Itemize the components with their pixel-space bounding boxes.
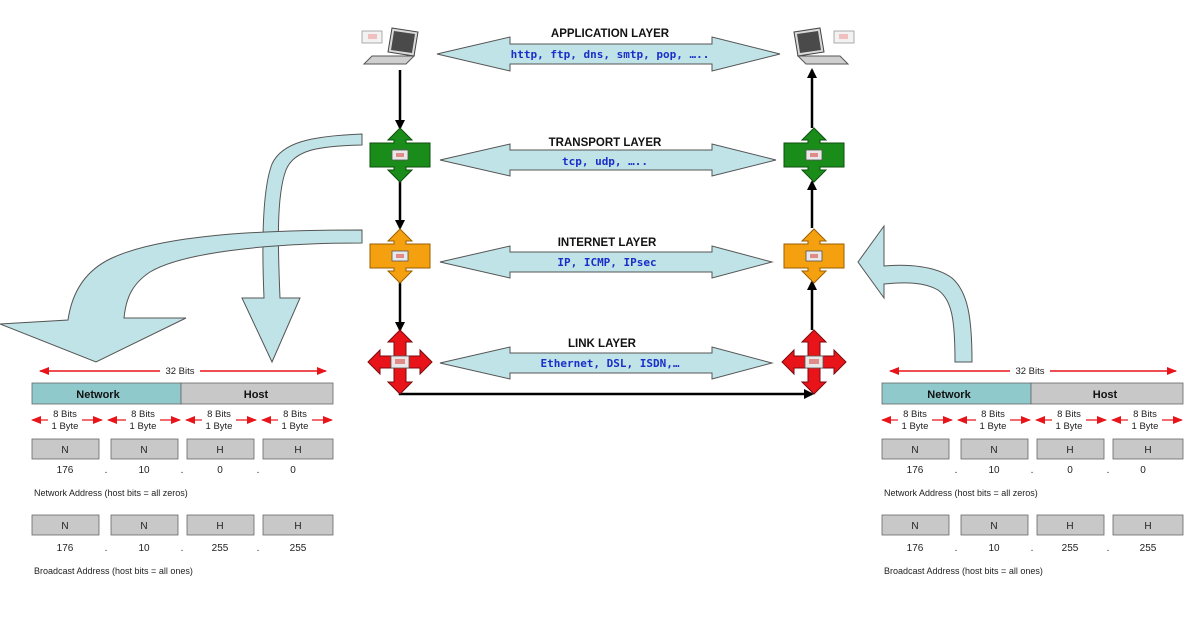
application-layer-arrow	[436, 36, 781, 72]
right-host-label: Host	[1093, 389, 1118, 401]
left-network-label: Network	[76, 389, 120, 401]
left-broadcast-caption: Broadcast Address (host bits = all ones)	[34, 566, 193, 576]
left-r2-val-1: 176	[57, 543, 74, 554]
link-device-left-icon	[367, 329, 433, 395]
left-r2-val-4: 255	[290, 543, 307, 554]
right-address-panel: 32 Bits Network Host 8 Bits 1 Byte 8 Bit…	[881, 366, 1184, 576]
right-r1-cell-3: H	[1066, 445, 1073, 456]
left-bits-label: 32 Bits	[165, 366, 194, 377]
right-r2-dot-3: .	[1107, 543, 1110, 554]
left-r2-dot-2: .	[181, 543, 184, 554]
left-network-caption: Network Address (host bits = all zeros)	[34, 488, 188, 498]
right-r1-dot-3: .	[1107, 465, 1110, 476]
right-r2-cell-1: N	[911, 521, 918, 532]
left-r2-val-3: 255	[212, 543, 229, 554]
transport-layer-protocols: tcp, udp, …..	[562, 155, 648, 168]
left-r1-cell-3: H	[216, 445, 223, 456]
right-r2-val-3: 255	[1062, 543, 1079, 554]
left-octet-3-bytes: 1 Byte	[206, 421, 233, 432]
right-r1-cell-2: N	[990, 445, 997, 456]
transport-layer-title: TRANSPORT LAYER	[549, 137, 662, 149]
right-r1-cell-1: N	[911, 445, 918, 456]
left-r2-cell-3: H	[216, 521, 223, 532]
right-r1-val-3: 0	[1067, 465, 1073, 476]
right-octet-3-bytes: 1 Byte	[1056, 421, 1083, 432]
right-octet-4-bytes: 1 Byte	[1132, 421, 1159, 432]
right-r1-val-2: 10	[988, 465, 1000, 476]
left-r1-cell-2: N	[140, 445, 147, 456]
laptop-left-icon	[361, 27, 419, 65]
right-r2-dot-2: .	[1031, 543, 1034, 554]
right-network-caption: Network Address (host bits = all zeros)	[884, 488, 1038, 498]
left-octet-2-bytes: 1 Byte	[130, 421, 157, 432]
left-r1-dot-1: .	[105, 465, 108, 476]
transport-device-right-icon	[783, 127, 845, 183]
right-r1-val-1: 176	[907, 465, 924, 476]
left-host-label: Host	[244, 389, 269, 401]
left-r1-val-4: 0	[290, 465, 296, 476]
left-r2-cell-2: N	[140, 521, 147, 532]
right-octet-3-bits: 8 Bits	[1057, 409, 1081, 420]
right-octet-4-bits: 8 Bits	[1133, 409, 1157, 420]
left-r1-dot-3: .	[257, 465, 260, 476]
left-r1-cell-4: H	[294, 445, 301, 456]
link-layer-arrow	[439, 346, 774, 380]
left-r2-cell-1: N	[61, 521, 68, 532]
link-layer-title: LINK LAYER	[568, 338, 637, 350]
internet-layer-arrow	[439, 245, 774, 279]
right-r2-cell-3: H	[1066, 521, 1073, 532]
transport-callout-arrow	[241, 133, 363, 364]
link-layer-protocols: Ethernet, DSL, ISDN,…	[540, 357, 679, 370]
link-to-internet-callout-arrow	[857, 224, 973, 363]
right-r2-val-1: 176	[907, 543, 924, 554]
left-octet-1-bytes: 1 Byte	[52, 421, 79, 432]
right-r2-cell-2: N	[990, 521, 997, 532]
left-r2-dot-1: .	[105, 543, 108, 554]
link-device-right-icon	[781, 329, 847, 395]
right-network-label: Network	[927, 389, 971, 401]
right-r2-dot-1: .	[955, 543, 958, 554]
right-r1-dot-2: .	[1031, 465, 1034, 476]
internet-callout-arrow	[0, 229, 363, 363]
left-octet-4-bits: 8 Bits	[283, 409, 307, 420]
right-r1-dot-1: .	[955, 465, 958, 476]
left-octet-2-bits: 8 Bits	[131, 409, 155, 420]
laptop-right-icon	[793, 27, 855, 65]
left-r1-dot-2: .	[181, 465, 184, 476]
transport-layer-arrow	[439, 143, 777, 177]
left-octet-3-bits: 8 Bits	[207, 409, 231, 420]
left-r2-cell-4: H	[294, 521, 301, 532]
right-r2-val-2: 10	[988, 543, 1000, 554]
internet-layer-title: INTERNET LAYER	[558, 237, 657, 249]
left-r1-val-3: 0	[217, 465, 223, 476]
left-r1-cell-1: N	[61, 445, 68, 456]
right-octet-1-bytes: 1 Byte	[902, 421, 929, 432]
right-r2-cell-4: H	[1144, 521, 1151, 532]
right-broadcast-caption: Broadcast Address (host bits = all ones)	[884, 566, 1043, 576]
right-host-cell	[1030, 382, 1184, 405]
internet-device-right-icon	[783, 228, 845, 284]
left-octet-4-bytes: 1 Byte	[282, 421, 309, 432]
right-octet-2-bits: 8 Bits	[981, 409, 1005, 420]
internet-layer-protocols: IP, ICMP, IPsec	[557, 256, 656, 269]
internet-device-left-icon	[369, 228, 431, 284]
left-r1-val-2: 10	[138, 465, 150, 476]
left-octet-1-bits: 8 Bits	[53, 409, 77, 420]
left-r2-dot-3: .	[257, 543, 260, 554]
left-address-panel: 32 Bits Network Host 8 Bits 1 Byte 8 Bit…	[31, 366, 334, 576]
right-r2-val-4: 255	[1140, 543, 1157, 554]
right-octet-1-bits: 8 Bits	[903, 409, 927, 420]
right-octet-2-bytes: 1 Byte	[980, 421, 1007, 432]
right-r1-val-4: 0	[1140, 465, 1146, 476]
application-layer-protocols: http, ftp, dns, smtp, pop, …..	[511, 48, 710, 61]
left-host-cell	[180, 382, 334, 405]
right-bits-label: 32 Bits	[1015, 366, 1044, 377]
left-r2-val-2: 10	[138, 543, 150, 554]
right-r1-cell-4: H	[1144, 445, 1151, 456]
application-layer-title: APPLICATION LAYER	[551, 28, 670, 40]
transport-device-left-icon	[369, 127, 431, 183]
left-r1-val-1: 176	[57, 465, 74, 476]
